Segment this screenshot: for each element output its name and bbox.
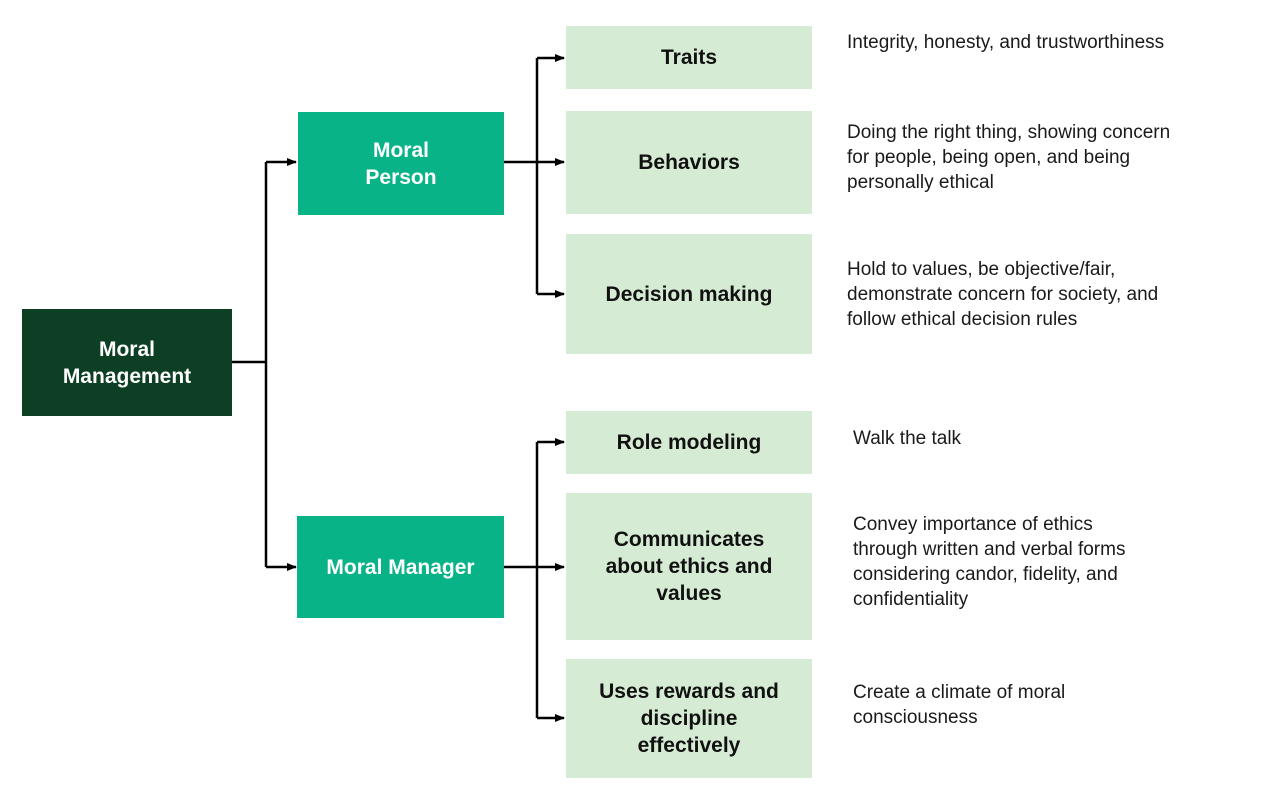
root-node-moral-management: Moral Management	[22, 309, 232, 416]
description-communicates: Convey importance of ethics through writ…	[853, 514, 1126, 610]
branch-node-label: Moral Person	[365, 138, 437, 189]
branch-node-moral-person: Moral Person	[298, 112, 504, 215]
description-uses-rewards: Create a climate of moral consciousness	[853, 682, 1066, 728]
branch-node-label: Moral Manager	[326, 555, 475, 579]
leaf-node-communicates: Communicates about ethics and values	[566, 493, 812, 640]
leaf-node-decision-making: Decision making	[566, 234, 812, 354]
leaf-node-behaviors: Behaviors	[566, 111, 812, 214]
branch-node-moral-manager: Moral Manager	[297, 516, 504, 618]
leaf-node-traits: Traits	[566, 26, 812, 89]
description-behaviors: Doing the right thing, showing concern f…	[847, 122, 1171, 193]
leaf-node-label: Communicates about ethics and values	[605, 528, 773, 605]
leaf-node-label: Traits	[660, 46, 718, 69]
leaf-node-role-modeling: Role modeling	[566, 411, 812, 474]
leaf-node-uses-rewards: Uses rewards and discipline effectively	[566, 659, 812, 778]
leaf-node-label: Decision making	[605, 282, 773, 306]
leaf-node-label: Uses rewards and discipline effectively	[599, 680, 779, 757]
leaf-node-label: Role modeling	[616, 431, 762, 454]
root-node-label: Moral Management	[62, 337, 192, 388]
description-traits: Integrity, honesty, and trustworthiness	[847, 32, 1165, 53]
description-role-modeling: Walk the talk	[853, 428, 962, 449]
description-decision-making: Hold to values, be objective/fair, demon…	[847, 259, 1159, 330]
leaf-node-label: Behaviors	[638, 151, 740, 174]
